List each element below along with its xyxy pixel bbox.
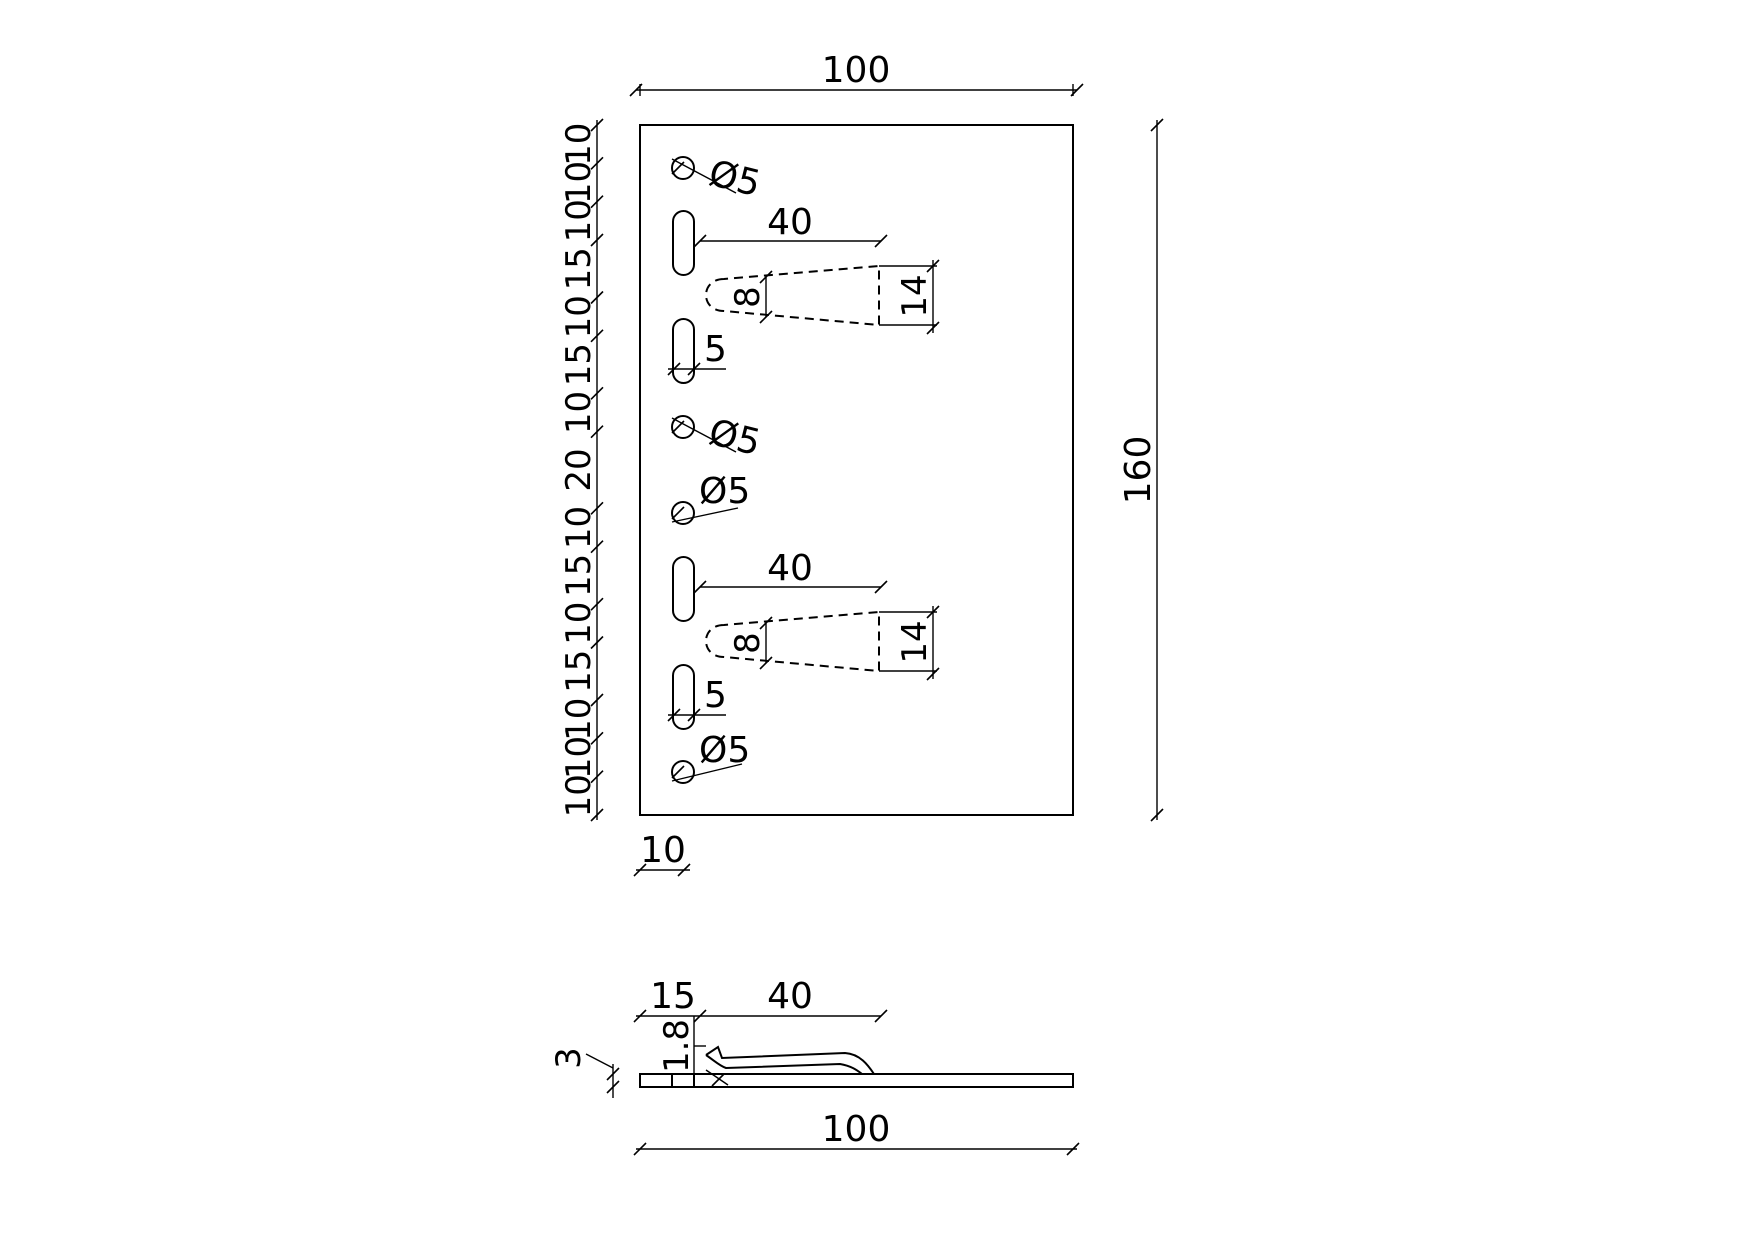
chain-tick	[590, 156, 604, 170]
tongue-root-label: 8	[728, 632, 768, 654]
tongue-cutout: 40 8 14	[693, 202, 940, 335]
round-hole	[671, 501, 695, 525]
side-total-length-label: 100	[822, 1109, 891, 1150]
chain-tick	[590, 195, 604, 209]
chain-tick	[590, 540, 604, 554]
chain-tick	[590, 290, 604, 305]
tongue-cutout: 40 8 14	[693, 548, 940, 681]
slot-width-label: 5	[704, 675, 727, 716]
chain-tick	[590, 233, 604, 247]
chain-label: 10	[559, 161, 599, 204]
round-hole	[671, 760, 695, 784]
plate-outline	[639, 124, 1074, 816]
chain-label: 10	[559, 736, 599, 779]
rise-label: 1.8	[657, 1019, 697, 1073]
slot	[672, 210, 695, 276]
chain-label: 20	[559, 448, 599, 491]
edge-offset-label: 10	[640, 830, 686, 871]
slot	[672, 318, 695, 384]
chain-tick	[590, 425, 604, 439]
chain-tick	[590, 770, 604, 784]
chain-label: 10	[559, 123, 599, 166]
chain-label: 15	[559, 247, 599, 290]
chain-tick	[590, 118, 604, 132]
chain-tick	[590, 731, 604, 745]
round-hole	[671, 156, 695, 180]
height-dimension: 160	[1118, 118, 1164, 822]
chain-label: 10	[559, 391, 599, 434]
chain-label: 15	[559, 650, 599, 693]
chain-tick	[590, 501, 604, 515]
hole-diameter-label: Ø5	[699, 471, 750, 512]
slots: 5 5	[667, 210, 727, 730]
chain-tick	[590, 597, 604, 611]
side-view: 15 40 1.8 3 100	[549, 976, 1080, 1156]
hole-diameter-label: Ø5	[699, 730, 750, 771]
offset-label: 15	[650, 976, 696, 1017]
hole-diameter-label: Ø5	[705, 412, 765, 464]
chain-tick	[590, 635, 604, 650]
chain-tick	[590, 808, 604, 822]
chain-label: 10	[559, 698, 599, 741]
chain-label: 15	[559, 343, 599, 386]
tongue-root-label: 8	[728, 286, 768, 308]
chain-label: 10	[559, 506, 599, 549]
tongue-end-label: 14	[895, 620, 935, 663]
plate-section	[639, 1073, 1074, 1088]
chain-label: 10	[559, 295, 599, 338]
thickness-label: 3	[549, 1047, 589, 1069]
chain-label: 10	[559, 199, 599, 242]
tongue-length-label: 40	[767, 548, 813, 589]
chain-tick	[590, 329, 604, 343]
round-hole	[671, 415, 695, 439]
height-label: 160	[1118, 436, 1159, 505]
chain-label: 15	[559, 554, 599, 597]
top-view: 100 160 10 10101015101510201015101510101…	[559, 50, 1164, 877]
slot	[672, 664, 695, 730]
tongue-length-label: 40	[767, 202, 813, 243]
chain-tick	[590, 693, 604, 707]
raised-tongue	[705, 1045, 879, 1075]
width-label: 100	[822, 50, 891, 91]
tongue-end-label: 14	[895, 274, 935, 317]
slot-width-label: 5	[704, 329, 727, 370]
side-tongue-length-label: 40	[767, 976, 813, 1017]
edge-offset-dimension: 10	[633, 830, 691, 877]
chain-tick	[590, 386, 604, 400]
slot	[672, 556, 695, 622]
chain-label: 10	[559, 602, 599, 645]
width-dimension: 100	[629, 50, 1084, 97]
hole-diameter-label: Ø5	[705, 153, 765, 205]
chain-label: 10	[559, 774, 599, 817]
